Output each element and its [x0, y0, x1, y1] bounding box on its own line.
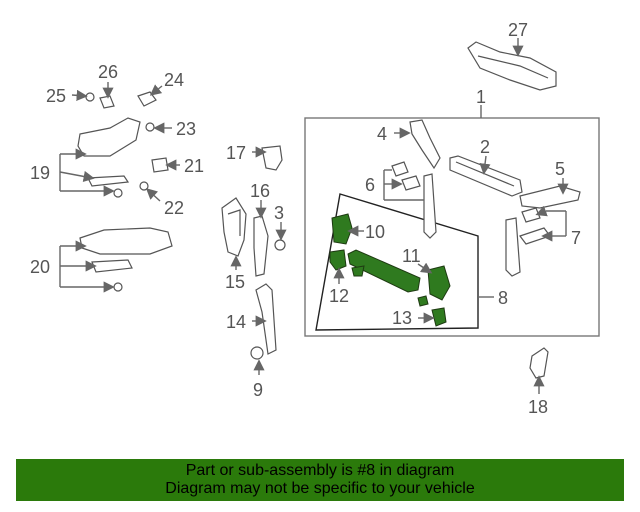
part-16-bracket[interactable] — [253, 215, 269, 277]
callout-27[interactable]: 27 — [508, 20, 528, 40]
parts-diagram: 27 1 4 2 5 6 7 10 — [30, 20, 600, 417]
callout-10[interactable]: 10 — [365, 222, 385, 242]
callout-25[interactable]: 25 — [46, 86, 66, 106]
part-5-bracket[interactable] — [519, 185, 581, 209]
part-22-bolt[interactable] — [139, 181, 149, 191]
callout-15[interactable]: 15 — [225, 272, 245, 292]
callout-1[interactable]: 1 — [476, 87, 486, 107]
callout-5[interactable]: 5 — [555, 159, 565, 179]
callout-19[interactable]: 19 — [30, 163, 50, 183]
callout-6[interactable]: 6 — [365, 175, 375, 195]
callout-24[interactable]: 24 — [164, 70, 184, 90]
part-11-reinforcement[interactable] — [347, 249, 451, 301]
callout-16[interactable]: 16 — [250, 181, 270, 201]
part-7-bracket[interactable] — [505, 207, 551, 277]
part-25-clip[interactable] — [85, 92, 95, 102]
callout-2[interactable]: 2 — [480, 137, 490, 157]
callout-4[interactable]: 4 — [377, 124, 387, 144]
info-banner: Part or sub-assembly is #8 in diagram Di… — [16, 459, 624, 501]
callout-3[interactable]: 3 — [274, 203, 284, 223]
callout-11[interactable]: 11 — [402, 246, 421, 266]
part-17-bracket[interactable] — [261, 145, 283, 171]
callout-12[interactable]: 12 — [329, 286, 349, 306]
part-20-under-cover[interactable] — [79, 227, 173, 292]
banner-line-2: Diagram may not be specific to your vehi… — [165, 480, 475, 497]
callout-22[interactable]: 22 — [164, 198, 184, 218]
callout-14[interactable]: 14 — [226, 312, 246, 332]
callout-13[interactable]: 13 — [392, 308, 412, 328]
callout-26[interactable]: 26 — [98, 62, 118, 82]
part-4-bracket[interactable] — [409, 119, 441, 170]
part-26-clip[interactable] — [99, 95, 115, 109]
assembly-1-box — [304, 117, 600, 337]
banner-line-1: Part or sub-assembly is #8 in diagram — [185, 462, 455, 479]
part-15-shield[interactable] — [221, 197, 247, 257]
callout-20[interactable]: 20 — [30, 257, 50, 277]
part-23-bolt[interactable] — [145, 122, 155, 132]
part-9-nut[interactable] — [250, 346, 264, 360]
callout-8[interactable]: 8 — [498, 288, 508, 308]
part-27-cover[interactable] — [467, 41, 557, 91]
callout-23[interactable]: 23 — [176, 119, 196, 139]
part-18-bracket[interactable] — [529, 347, 549, 379]
part-3-bolt[interactable] — [274, 239, 286, 251]
part-24-clip[interactable] — [137, 91, 157, 107]
callout-7[interactable]: 7 — [571, 228, 581, 248]
part-21-clip[interactable] — [151, 157, 169, 173]
part-14-brace[interactable] — [255, 283, 277, 355]
callout-17[interactable]: 17 — [226, 143, 246, 163]
part-6-bracket[interactable] — [391, 161, 437, 239]
part-19-under-cover[interactable] — [77, 117, 141, 198]
callout-18[interactable]: 18 — [528, 397, 548, 417]
callout-9[interactable]: 9 — [253, 380, 263, 400]
part-2-support[interactable] — [449, 155, 523, 197]
callout-21[interactable]: 21 — [184, 156, 204, 176]
